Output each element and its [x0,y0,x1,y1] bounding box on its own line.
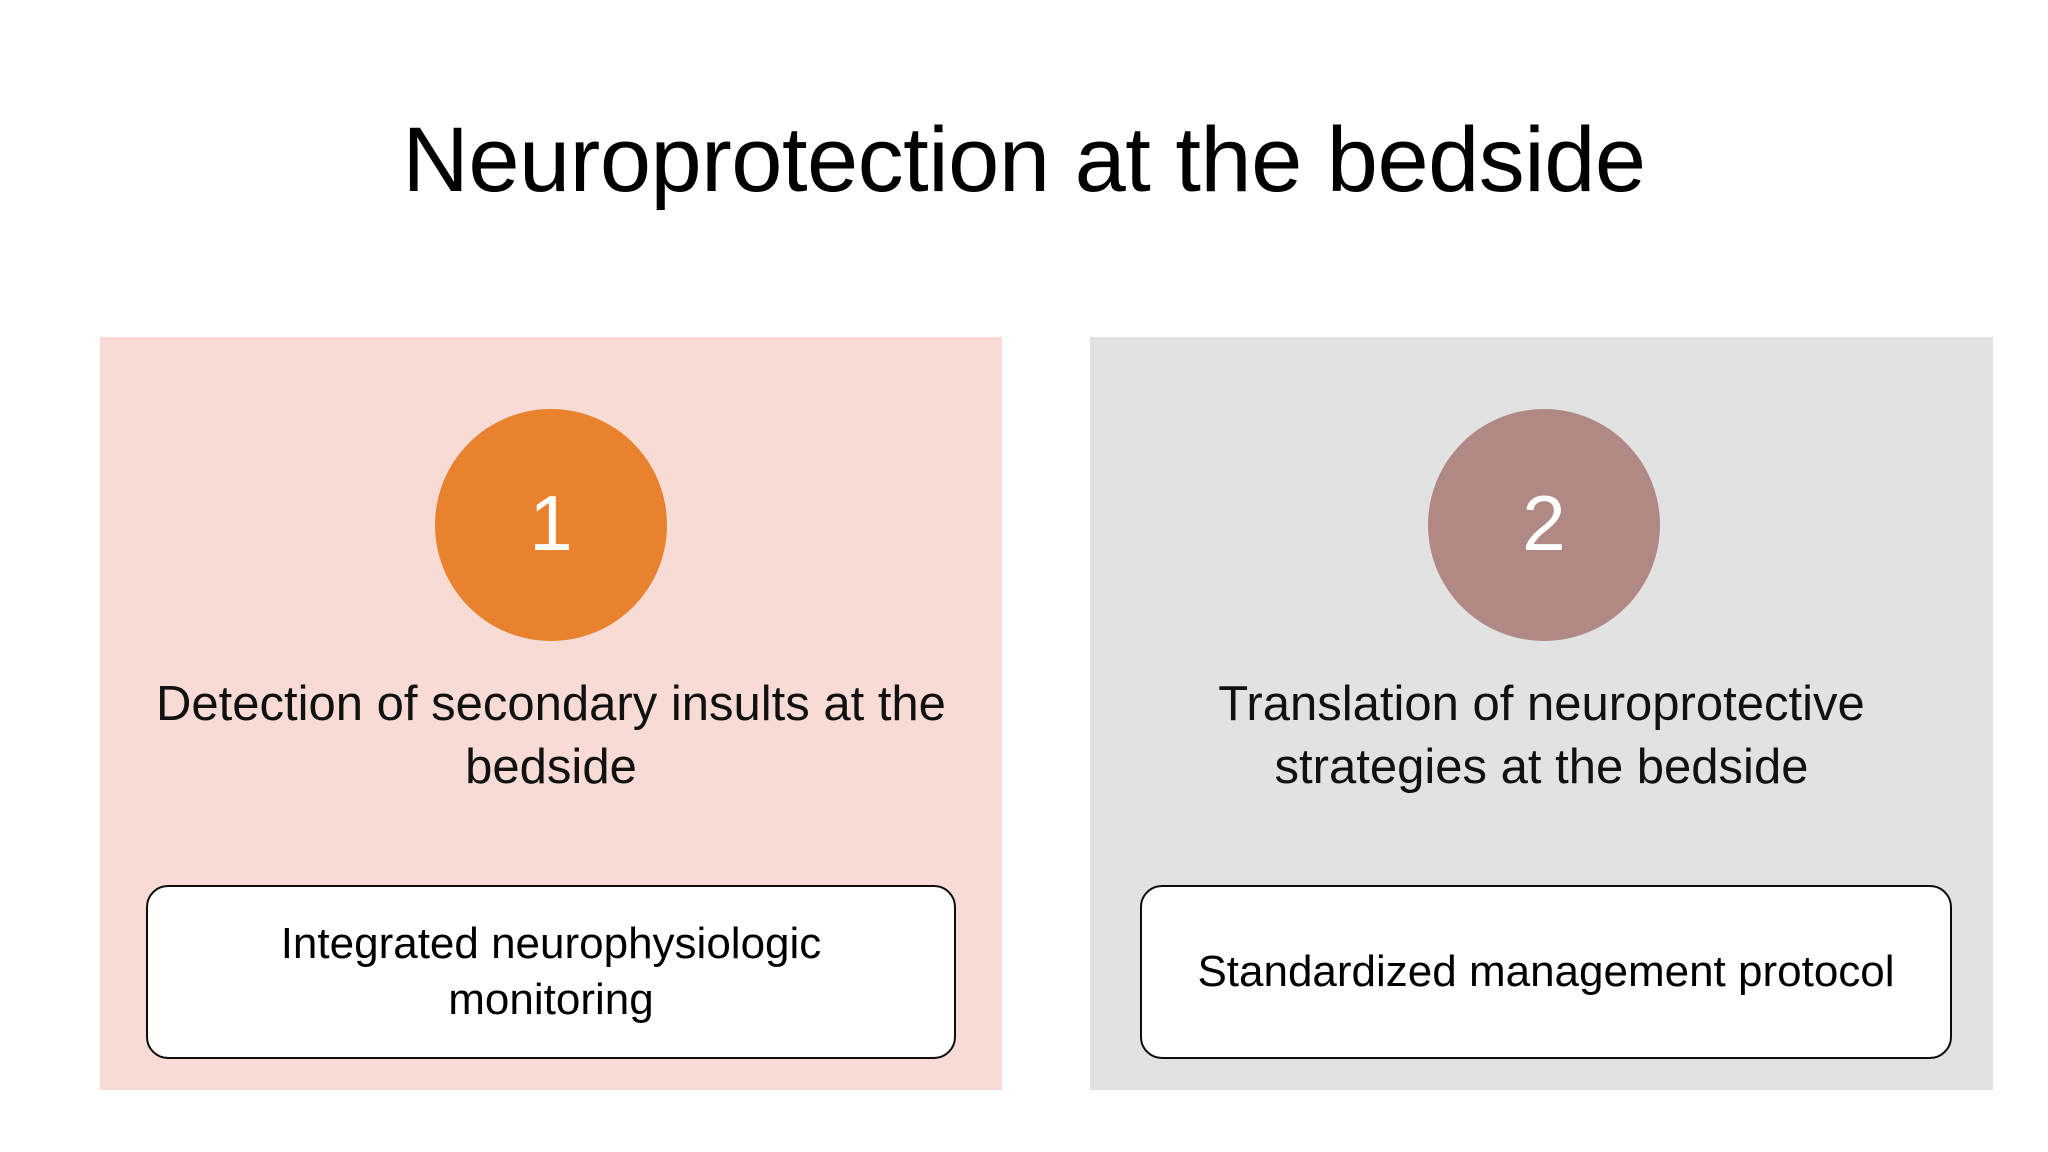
step-badge-2: 2 [1428,409,1660,641]
card-description: Translation of neuroprotective strategie… [1218,677,1865,794]
step-badge-number: 2 [1522,479,1566,567]
step-badge-number: 1 [529,479,573,567]
callout-box-1: Integrated neurophysiologic monitoring [146,885,956,1059]
callout-text: Integrated neurophysiologic monitoring [280,918,822,1024]
card-description: Detection of secondary insults at the be… [156,677,946,794]
callout-text: Standardized management protocol [1197,946,1895,996]
card-detection: 1 Detection of secondary insults at the … [100,337,1002,1090]
callout-box-2: Standardized management protocol [1140,885,1952,1059]
page-title: Neuroprotection at the bedside [402,109,1646,211]
step-badge-1: 1 [435,409,667,641]
card-translation: 2 Translation of neuroprotective strateg… [1090,337,1993,1090]
